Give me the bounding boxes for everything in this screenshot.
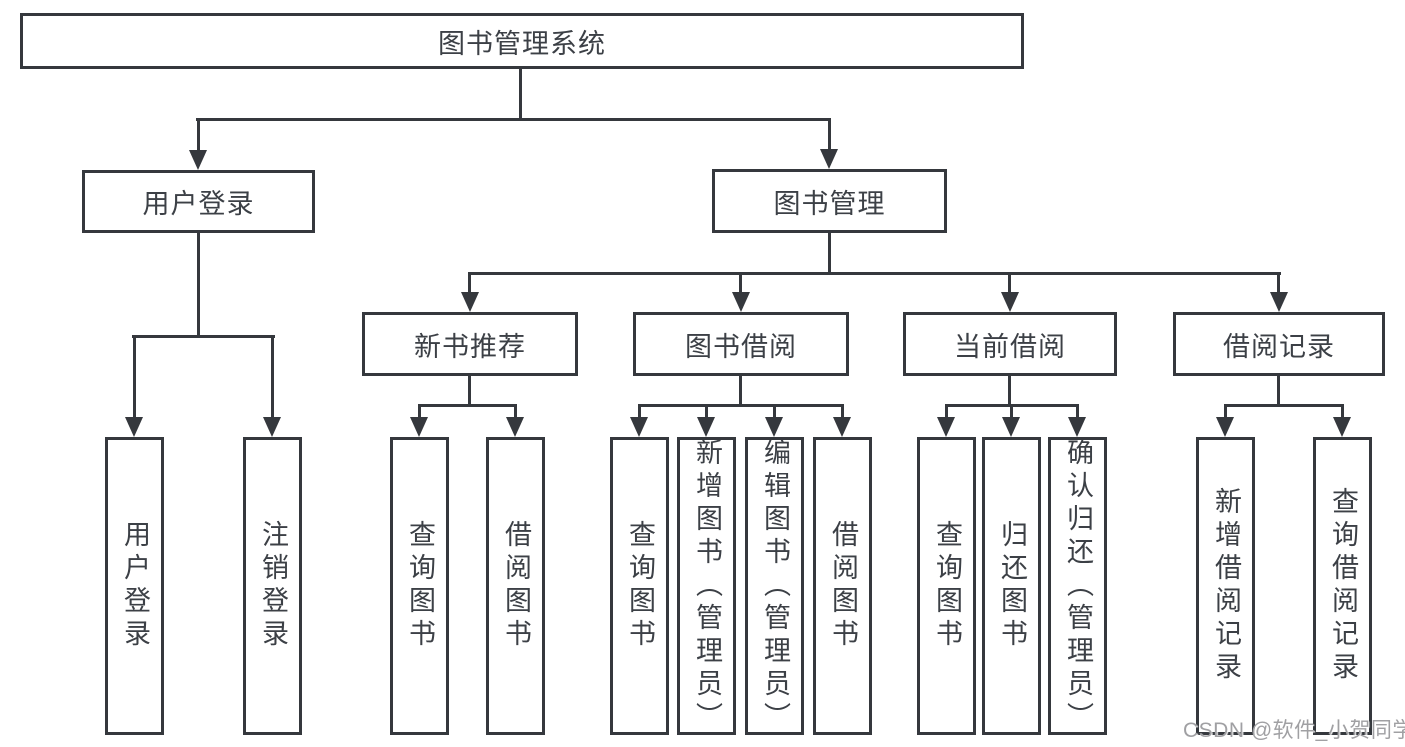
arrow-down [461, 292, 479, 312]
arrow-down [1270, 292, 1288, 312]
node-current-borrow: 当前借阅 [903, 312, 1117, 376]
connector-line [1277, 275, 1280, 293]
leaf-confirm-return-admin: 确认归还（管理员） [1048, 437, 1107, 735]
connector-line [1341, 407, 1344, 419]
connector-line [1224, 404, 1344, 407]
leaf-user-login-label: 用户登录 [120, 520, 150, 652]
leaf-borrow-books-label: 借阅图书 [828, 520, 858, 652]
arrow-down [506, 417, 524, 437]
leaf-return-books-label: 归还图书 [997, 520, 1027, 652]
arrow-down [410, 417, 428, 437]
leaf-current-query-books-label: 查询图书 [932, 520, 962, 652]
connector-line [773, 407, 776, 419]
node-new-book-recommend-label: 新书推荐 [414, 331, 526, 362]
connector-line [1277, 376, 1280, 404]
arrow-down [732, 292, 750, 312]
leaf-newbook-query-books-label: 查询图书 [405, 520, 435, 652]
leaf-borrow-query-books-label: 查询图书 [625, 520, 655, 652]
connector-line [468, 275, 471, 293]
arrow-down [697, 417, 715, 437]
arrow-down [1216, 417, 1234, 437]
connector-line [739, 275, 742, 293]
leaf-logout-label: 注销登录 [258, 520, 288, 652]
leaf-newbook-query-books: 查询图书 [390, 437, 449, 735]
node-book-borrow: 图书借阅 [633, 312, 849, 376]
connector-line [1010, 407, 1013, 419]
node-root-label: 图书管理系统 [438, 28, 606, 59]
connector-line [197, 121, 200, 151]
arrow-down [125, 417, 143, 437]
leaf-add-borrow-record-label: 新增借阅记录 [1211, 487, 1241, 685]
connector-line [132, 335, 275, 338]
leaf-user-login: 用户登录 [105, 437, 164, 735]
leaf-newbook-borrow-books: 借阅图书 [486, 437, 545, 735]
arrow-down [263, 417, 281, 437]
node-book-management-label: 图书管理 [773, 188, 886, 219]
node-user-login-label: 用户登录 [142, 189, 255, 219]
connector-line [1008, 376, 1011, 404]
arrow-down [1001, 292, 1019, 312]
node-borrow-records: 借阅记录 [1173, 312, 1385, 376]
leaf-add-book-admin-label: 新增图书（管理员） [692, 437, 722, 735]
connector-line [519, 69, 522, 118]
leaf-newbook-borrow-books-label: 借阅图书 [501, 520, 531, 652]
arrow-down [1333, 417, 1351, 437]
connector-line [468, 272, 1281, 275]
connector-line [418, 404, 517, 407]
arrow-down [630, 417, 648, 437]
connector-line [133, 338, 136, 418]
node-borrow-records-label: 借阅记录 [1223, 331, 1335, 362]
connector-line [828, 233, 831, 272]
connector-line [1008, 275, 1011, 293]
leaf-current-query-books: 查询图书 [917, 437, 976, 735]
connector-line [945, 407, 948, 419]
arrow-down [189, 150, 207, 170]
node-book-management: 图书管理 [712, 169, 947, 233]
leaf-edit-book-admin: 编辑图书（管理员） [745, 437, 804, 735]
arrow-down [765, 417, 783, 437]
connector-line [468, 376, 471, 404]
node-current-borrow-label: 当前借阅 [954, 331, 1066, 362]
leaf-logout: 注销登录 [243, 437, 302, 735]
connector-line [841, 407, 844, 419]
connector-line [197, 233, 200, 335]
leaf-edit-book-admin-label: 编辑图书（管理员） [760, 437, 790, 735]
arrow-down [1002, 417, 1020, 437]
leaf-return-books: 归还图书 [982, 437, 1041, 735]
leaf-query-borrow-record: 查询借阅记录 [1313, 437, 1372, 735]
connector-line [271, 338, 274, 418]
connector-line [638, 404, 844, 407]
connector-line [514, 407, 517, 419]
csdn-watermark: CSDN @软件_小贺同学 [1183, 719, 1405, 742]
arrow-down [820, 149, 838, 169]
leaf-query-borrow-record-label: 查询借阅记录 [1328, 487, 1358, 685]
connector-line [705, 407, 708, 419]
leaf-borrow-query-books: 查询图书 [610, 437, 669, 735]
connector-line [1224, 407, 1227, 419]
connector-line [945, 404, 1079, 407]
leaf-borrow-books: 借阅图书 [813, 437, 872, 735]
connector-line [418, 407, 421, 419]
arrow-down [1068, 417, 1086, 437]
connector-line [196, 118, 831, 121]
connector-line [638, 407, 641, 419]
connector-line [828, 121, 831, 150]
connector-line [1076, 407, 1079, 419]
node-new-book-recommend: 新书推荐 [362, 312, 578, 376]
node-root: 图书管理系统 [20, 13, 1024, 69]
arrow-down [937, 417, 955, 437]
connector-line [739, 376, 742, 404]
leaf-confirm-return-admin-label: 确认归还（管理员） [1063, 437, 1093, 735]
node-user-login: 用户登录 [82, 170, 315, 233]
arrow-down [833, 417, 851, 437]
leaf-add-borrow-record: 新增借阅记录 [1196, 437, 1255, 735]
node-book-borrow-label: 图书借阅 [685, 331, 797, 362]
leaf-add-book-admin: 新增图书（管理员） [677, 437, 736, 735]
